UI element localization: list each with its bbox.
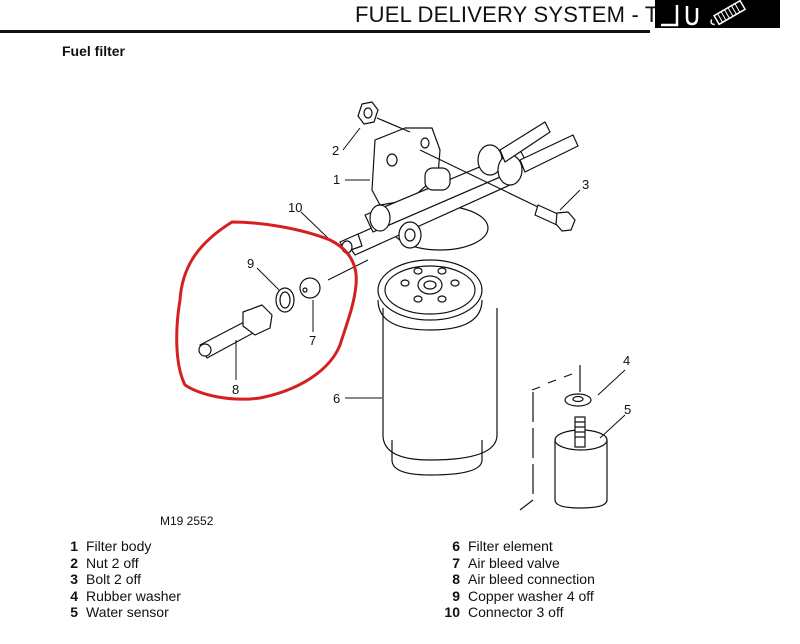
legend-number: 2 — [70, 554, 78, 571]
legend-label: Air bleed valve — [468, 554, 560, 571]
legend-item: 4 Rubber washer — [58, 588, 181, 605]
legend-number: 10 — [444, 604, 460, 620]
legend-item: 7 Air bleed valve — [440, 555, 595, 572]
header-rule — [0, 30, 650, 33]
callout-6: 6 — [333, 391, 340, 406]
legend-label: Water sensor — [86, 604, 169, 620]
legend-number: 5 — [70, 604, 78, 620]
legend-item: 6 Filter element — [440, 538, 595, 555]
legend-number: 4 — [70, 587, 78, 604]
callout-3: 3 — [582, 177, 589, 192]
legend-label: Air bleed connection — [468, 571, 595, 587]
legend-item: 2 Nut 2 off — [58, 555, 181, 572]
callout-10: 10 — [288, 200, 302, 215]
callout-5: 5 — [624, 402, 631, 417]
filter-body-part — [339, 121, 579, 256]
nut-part — [357, 101, 411, 133]
parts-legend-right: 6 Filter element 7 Air bleed valve 8 Air bl… — [440, 538, 595, 621]
legend-label: Copper washer 4 off — [468, 587, 594, 604]
callout-7: 7 — [309, 333, 316, 348]
callout-8: 8 — [232, 382, 239, 397]
legend-item: 5 Water sensor — [58, 604, 181, 621]
legend-label: Filter body — [86, 538, 152, 554]
callout-9: 9 — [247, 256, 254, 271]
parts-legend-left: 1 Filter body 2 Nut 2 off 3 Bolt 2 off 4 Rub… — [58, 538, 181, 621]
legend-number: 3 — [70, 571, 78, 587]
fuel-system-emblem-icon — [655, 0, 780, 28]
legend-number: 9 — [452, 587, 460, 604]
filter-element-part — [377, 259, 498, 476]
legend-label: Filter element — [468, 538, 553, 554]
legend-item: 10 Connector 3 off — [440, 604, 595, 621]
callout-1: 1 — [333, 172, 340, 187]
legend-label: Rubber washer — [86, 587, 181, 604]
legend-number: 8 — [452, 571, 460, 587]
legend-number: 7 — [452, 554, 460, 571]
air-bleed-assembly — [198, 277, 321, 359]
callout-2: 2 — [332, 143, 339, 158]
legend-item: 1 Filter body — [58, 538, 181, 555]
red-highlight-circle — [175, 220, 358, 401]
figure-reference: M19 2552 — [160, 514, 214, 528]
legend-item: 9 Copper washer 4 off — [440, 588, 595, 605]
page-header-title: FUEL DELIVERY SYSTEM - TD5 — [355, 2, 688, 27]
legend-label: Nut 2 off — [86, 554, 139, 571]
legend-number: 1 — [70, 538, 78, 554]
legend-label: Connector 3 off — [468, 604, 564, 620]
callout-4: 4 — [623, 353, 630, 368]
legend-item: 3 Bolt 2 off — [58, 571, 181, 588]
water-sensor-part — [519, 365, 608, 511]
legend-label: Bolt 2 off — [86, 571, 142, 587]
legend-number: 6 — [452, 538, 460, 554]
bolt-part — [419, 149, 576, 232]
leader-lines — [235, 127, 626, 439]
section-title: Fuel filter — [62, 43, 126, 59]
legend-item: 8 Air bleed connection — [440, 571, 595, 588]
